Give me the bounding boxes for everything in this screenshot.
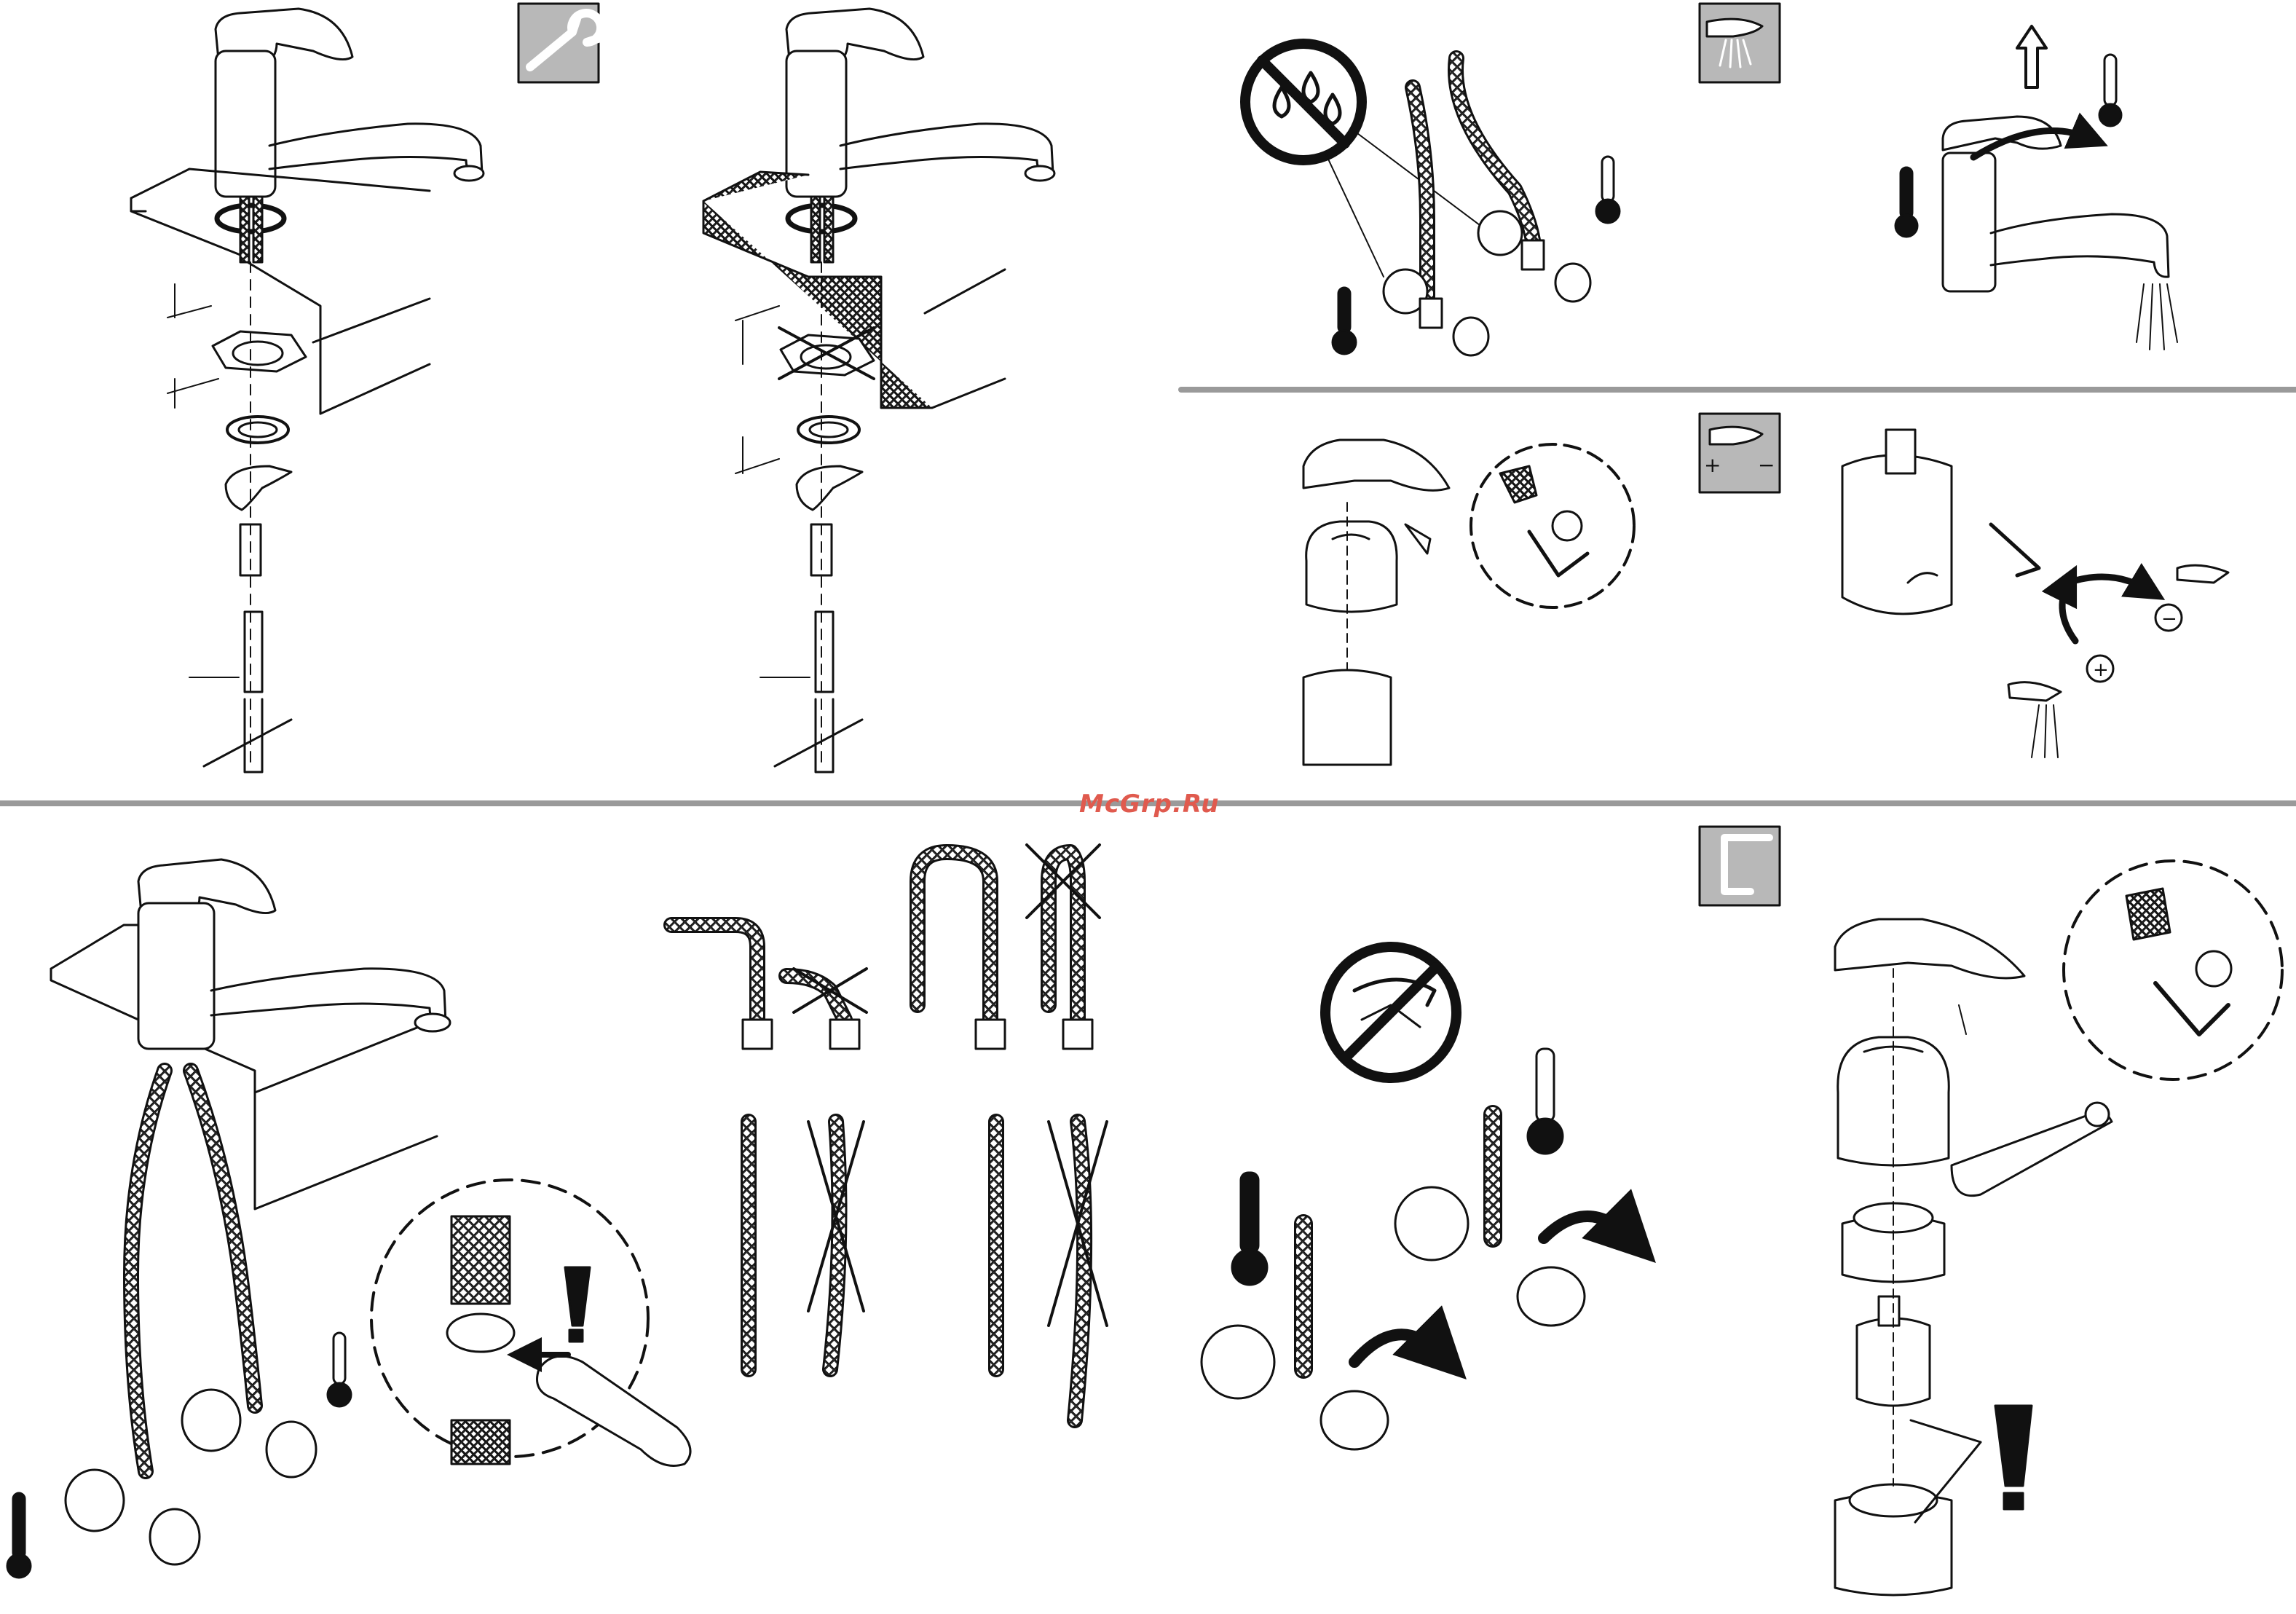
faucet-body [138, 859, 450, 1049]
panel-hose-connection [7, 859, 690, 1578]
cartridge-top [1303, 670, 1391, 765]
thermometer-hot-icon [1232, 1173, 1267, 1285]
detail-magnifier [2064, 861, 2282, 1079]
hex-key-icon [1700, 827, 1780, 905]
faucet-body [786, 9, 1054, 197]
aerator-flow-icon [1700, 4, 1780, 82]
panel-fitting-thin-worktop [131, 4, 601, 772]
thermometer-cold-icon [328, 1333, 351, 1406]
panel-open-valves [1202, 947, 1631, 1449]
spanner-icon [537, 1356, 691, 1466]
worktop-thick [703, 172, 1005, 408]
thermometer-cold-icon [1596, 157, 1620, 223]
angle-valve-cold [1456, 58, 1590, 302]
thermometer-cold-icon [1528, 1049, 1563, 1154]
spanner-icon [518, 4, 601, 82]
panel-cartridge-replacement [1700, 827, 2282, 1595]
faucet-body [216, 9, 484, 197]
watermark-text: McGrp.Ru [1079, 790, 1219, 819]
warning-exclaim-icon [565, 1267, 590, 1342]
panel-hose-bending-rules [671, 845, 1107, 1420]
panel-handle-lift-operation [1895, 26, 2177, 350]
rotate-arrow-icon [1544, 1216, 1631, 1238]
panel-flush-pipes [1245, 4, 1780, 355]
plus-badge-label: + [2093, 659, 2109, 681]
panel-fitting-thick-worktop [703, 9, 1054, 772]
no-water-mixing-icon [1245, 44, 1362, 160]
lever-handle [1303, 440, 1449, 490]
plus-sign: + [1704, 453, 1721, 477]
panel-flow-rate-limiter: + − − + [1303, 414, 2228, 765]
thermometer-hot-icon [1333, 288, 1356, 354]
worktop-thin [131, 169, 430, 414]
flow-limit-plus-minus-icon: + − [1700, 414, 1780, 492]
lever-handle [1835, 919, 2024, 978]
minus-badge-label: − [2161, 608, 2177, 630]
cartridge-assembly: − + [1842, 430, 2228, 757]
thermometer-hot-icon [1895, 168, 1917, 237]
no-spray-icon [1325, 947, 1456, 1078]
warning-exclaim-icon [1995, 1406, 2032, 1509]
rotate-arrow-icon [1354, 1334, 1442, 1362]
thermometer-hot-icon [7, 1493, 31, 1578]
spanner-icon [1952, 1112, 2112, 1196]
up-arrow-icon [2017, 26, 2046, 87]
minus-sign: − [1758, 453, 1775, 477]
thermometer-cold-icon [2099, 55, 2121, 126]
